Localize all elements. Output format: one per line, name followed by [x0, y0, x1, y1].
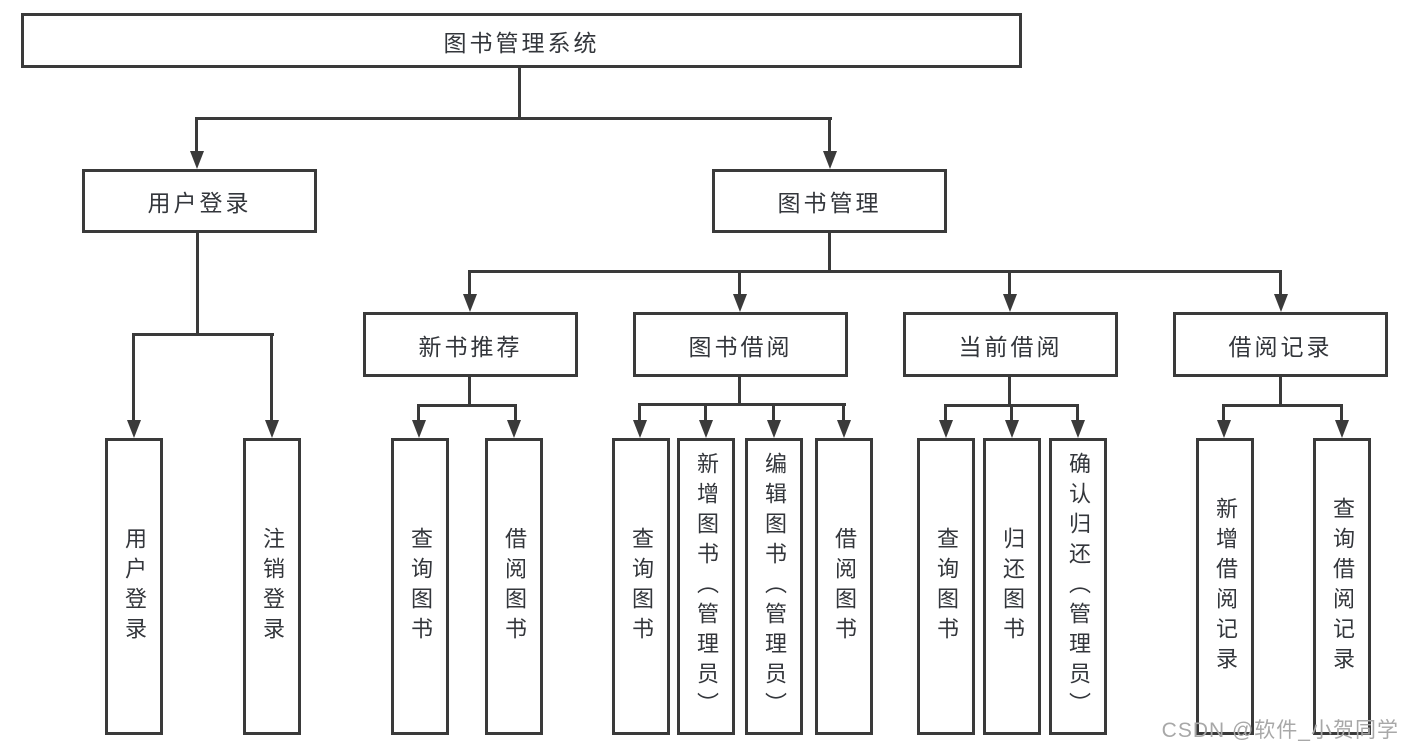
node-label: 用户登录: [147, 190, 252, 216]
arrowhead: [1003, 294, 1017, 312]
node-label: 查询借阅记录: [1330, 496, 1355, 677]
arrowhead: [1005, 420, 1019, 438]
node-label: 查询图书: [408, 526, 433, 647]
connector-vline: [195, 117, 198, 153]
arrowhead: [265, 420, 279, 438]
arrowhead: [463, 294, 477, 312]
connector-vline: [828, 232, 831, 273]
node-cb-query-books: 查询图书: [917, 438, 975, 735]
node-label: 图书管理: [777, 190, 882, 216]
node-bb-edit-books: 编辑图书（管理员）: [745, 438, 803, 735]
connector-vline: [738, 376, 741, 406]
connector-hline: [196, 117, 832, 120]
node-user-login-group: 用户登录: [82, 169, 317, 233]
connector-vline: [772, 403, 775, 422]
arrowhead: [1335, 420, 1349, 438]
node-label: 借阅图书: [502, 526, 527, 647]
connector-vline: [638, 403, 641, 422]
arrowhead: [1217, 420, 1231, 438]
connector-hline: [638, 403, 846, 406]
node-label: 注销登录: [260, 526, 285, 647]
arrowhead: [190, 151, 204, 169]
connector-vline: [1010, 404, 1013, 422]
connector-vline: [468, 376, 471, 407]
connector-vline: [944, 404, 947, 422]
connector-vline: [270, 333, 273, 422]
connector-vline: [1340, 404, 1343, 422]
node-label: 编辑图书（管理员）: [762, 451, 787, 722]
connector-vline: [842, 403, 845, 422]
node-bb-query-books: 查询图书: [612, 438, 670, 735]
arrowhead: [1071, 420, 1085, 438]
node-current-borrow: 当前借阅: [903, 312, 1118, 377]
node-bb-borrow-books: 借阅图书: [815, 438, 873, 735]
node-logout: 注销登录: [243, 438, 301, 735]
node-book-management: 图书管理: [712, 169, 947, 233]
node-label: 当前借阅: [958, 333, 1063, 360]
arrowhead: [127, 420, 141, 438]
connector-hline: [417, 404, 517, 407]
arrowhead: [633, 420, 647, 438]
connector-vline: [132, 333, 135, 422]
node-br-add-record: 新增借阅记录: [1196, 438, 1254, 735]
node-label: 借阅记录: [1228, 333, 1333, 360]
connector-vline: [514, 404, 517, 422]
arrowhead: [412, 420, 426, 438]
node-nb-borrow-books: 借阅图书: [485, 438, 543, 735]
arrowhead: [823, 151, 837, 169]
connector-vline: [704, 403, 707, 422]
node-label: 归还图书: [1000, 526, 1025, 647]
connector-vline: [1279, 376, 1282, 407]
connector-vline: [417, 404, 420, 422]
node-label: 查询图书: [934, 526, 959, 647]
node-borrow-records: 借阅记录: [1173, 312, 1388, 377]
node-nb-query-books: 查询图书: [391, 438, 449, 735]
connector-vline: [738, 270, 741, 297]
connector-vline: [1008, 376, 1011, 407]
arrowhead: [733, 294, 747, 312]
node-label: 新增借阅记录: [1213, 496, 1238, 677]
connector-hline: [468, 270, 1282, 273]
connector-vline: [196, 232, 199, 336]
node-br-query-record: 查询借阅记录: [1313, 438, 1371, 735]
connector-vline: [1076, 404, 1079, 422]
connector-hline: [1222, 404, 1343, 407]
node-label: 借阅图书: [832, 526, 857, 647]
node-user-login: 用户登录: [105, 438, 163, 735]
node-label: 图书借阅: [688, 333, 793, 360]
arrowhead: [699, 420, 713, 438]
arrowhead: [1274, 294, 1288, 312]
node-label: 新增图书（管理员）: [694, 451, 719, 722]
node-label: 用户登录: [122, 526, 147, 647]
connector-hline: [132, 333, 274, 336]
node-label: 新书推荐: [418, 333, 523, 360]
connector-vline: [1279, 270, 1282, 297]
arrowhead: [837, 420, 851, 438]
node-label: 查询图书: [629, 526, 654, 647]
node-new-book-recommend: 新书推荐: [363, 312, 578, 377]
connector-vline: [828, 117, 831, 153]
node-bb-add-books: 新增图书（管理员）: [677, 438, 735, 735]
arrowhead: [767, 420, 781, 438]
node-book-borrow: 图书借阅: [633, 312, 848, 377]
arrowhead: [507, 420, 521, 438]
csdn-watermark: CSDN @软件_小贺同学: [1161, 719, 1399, 742]
arrowhead: [939, 420, 953, 438]
node-cb-return-books: 归还图书: [983, 438, 1041, 735]
connector-vline: [518, 68, 521, 118]
connector-vline: [1008, 270, 1011, 297]
connector-vline: [468, 270, 471, 297]
connector-vline: [1222, 404, 1225, 422]
node-label: 确认归还（管理员）: [1066, 451, 1091, 722]
node-library-management-system: 图书管理系统: [21, 13, 1022, 68]
node-cb-confirm-return: 确认归还（管理员）: [1049, 438, 1107, 735]
node-label: 图书管理系统: [443, 29, 600, 56]
